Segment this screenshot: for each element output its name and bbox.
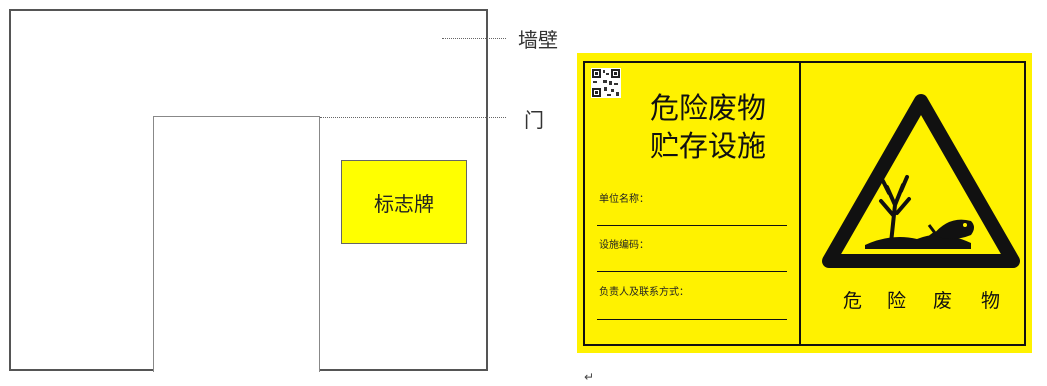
field-unit-name-label: 单位名称： bbox=[599, 194, 649, 205]
paragraph-return-mark: ↵ bbox=[584, 370, 595, 384]
sign-title: 危险废物 贮存设施 bbox=[623, 89, 793, 165]
caption-char-1: 危 bbox=[843, 290, 863, 312]
field-contact-label: 负责人及联系方式： bbox=[599, 287, 689, 298]
wall-leader-line bbox=[442, 38, 506, 39]
sign-frame bbox=[583, 61, 1026, 346]
caption-char-3: 废 bbox=[933, 290, 953, 312]
wall-callout-label: 墙壁 bbox=[518, 28, 558, 52]
door-callout-label: 门 bbox=[524, 108, 544, 132]
caption-char-2: 险 bbox=[887, 290, 907, 312]
field-contact-line bbox=[597, 319, 787, 320]
sign-title-line1: 危险废物 bbox=[649, 91, 766, 125]
field-facility-code-label: 设施编码： bbox=[599, 240, 649, 251]
door-outline bbox=[153, 116, 320, 372]
door-leader-line bbox=[320, 117, 506, 118]
field-unit-name-line bbox=[597, 225, 787, 226]
hazardous-waste-triangle-icon bbox=[822, 94, 1020, 268]
sign-title-line2: 贮存设施 bbox=[649, 129, 766, 163]
field-facility-code-line bbox=[597, 271, 787, 272]
hazardous-waste-sign: 危险废物 贮存设施 单位名称： 设施编码： 负责人及联系方式： 危 险 废 物 bbox=[577, 53, 1032, 353]
sign-placeholder-label: 标志牌 bbox=[374, 191, 434, 216]
sign-placeholder: 标志牌 bbox=[341, 160, 467, 244]
qr-code-icon bbox=[591, 68, 621, 98]
caption-char-4: 物 bbox=[981, 290, 1001, 312]
sign-divider bbox=[799, 61, 801, 346]
